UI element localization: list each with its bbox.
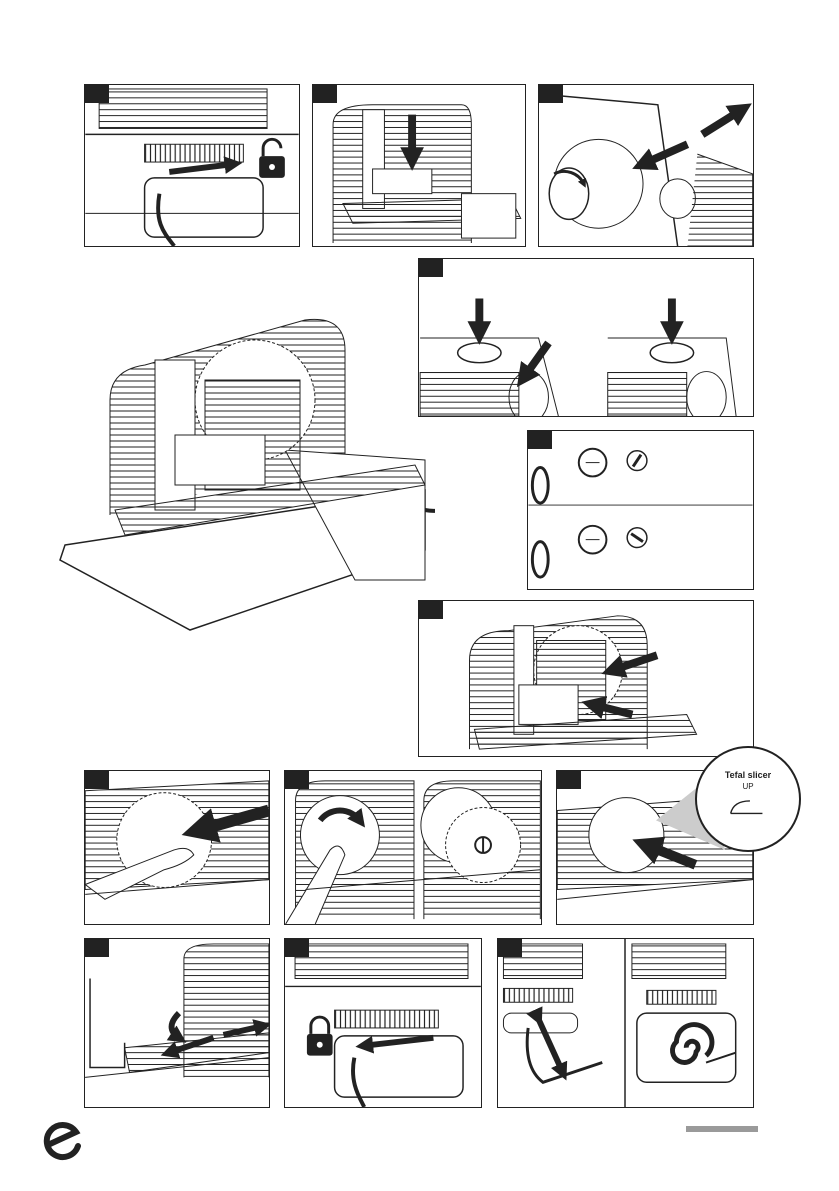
knob-illustration: [539, 85, 753, 246]
footer-bar: [686, 1126, 758, 1132]
panel-clean-blade-by-hand: [84, 770, 270, 925]
step-marker: [313, 85, 337, 103]
step-marker: [498, 939, 522, 957]
panel-store-cord: [497, 938, 754, 1108]
step-marker: [419, 259, 443, 277]
locked-padlock-icon: [307, 1017, 333, 1056]
step-marker: [528, 431, 552, 449]
cord-coil-icon: [672, 1025, 711, 1063]
rotate-arrow-icon: [172, 1013, 179, 1038]
panel-dial-continuous-mode: [527, 430, 754, 590]
step-marker: [85, 771, 109, 789]
panel-push-food-to-blade: [418, 600, 754, 757]
step-marker: [539, 85, 563, 103]
fold-carriage-illustration: [85, 939, 269, 1107]
slicer-overview-illustration: [55, 290, 435, 640]
blade-label-magnifier: Tefal slicer UP: [695, 746, 801, 852]
switch-illustration: [419, 259, 753, 416]
pusher-illustration: [313, 85, 525, 246]
panel-remove-blade: [284, 770, 542, 925]
step-marker: [85, 939, 109, 957]
step-marker: [285, 771, 309, 789]
remove-blade-illustration: [285, 771, 541, 924]
dial-illustration: [528, 431, 753, 589]
step-marker: [557, 771, 581, 789]
lock-illustration: [285, 939, 481, 1107]
panel-press-switch-buttons: [418, 258, 754, 417]
store-cord-illustration: [498, 939, 753, 1107]
unlocked-padlock-icon: [259, 139, 285, 178]
clean-blade-illustration: [85, 771, 269, 924]
unlock-illustration: [85, 85, 299, 246]
panel-lock-carriage: [284, 938, 482, 1108]
panel-adjust-thickness-knob: [538, 84, 754, 247]
step-marker: [285, 939, 309, 957]
step-marker: [419, 601, 443, 619]
push-food-illustration: [419, 601, 753, 756]
panel-insert-food-pusher: [312, 84, 526, 247]
panel-fold-carriage: [84, 938, 270, 1108]
e-brand-logo-icon: [40, 1118, 88, 1166]
step-marker: [85, 85, 109, 103]
panel-unlock-carriage: [84, 84, 300, 247]
